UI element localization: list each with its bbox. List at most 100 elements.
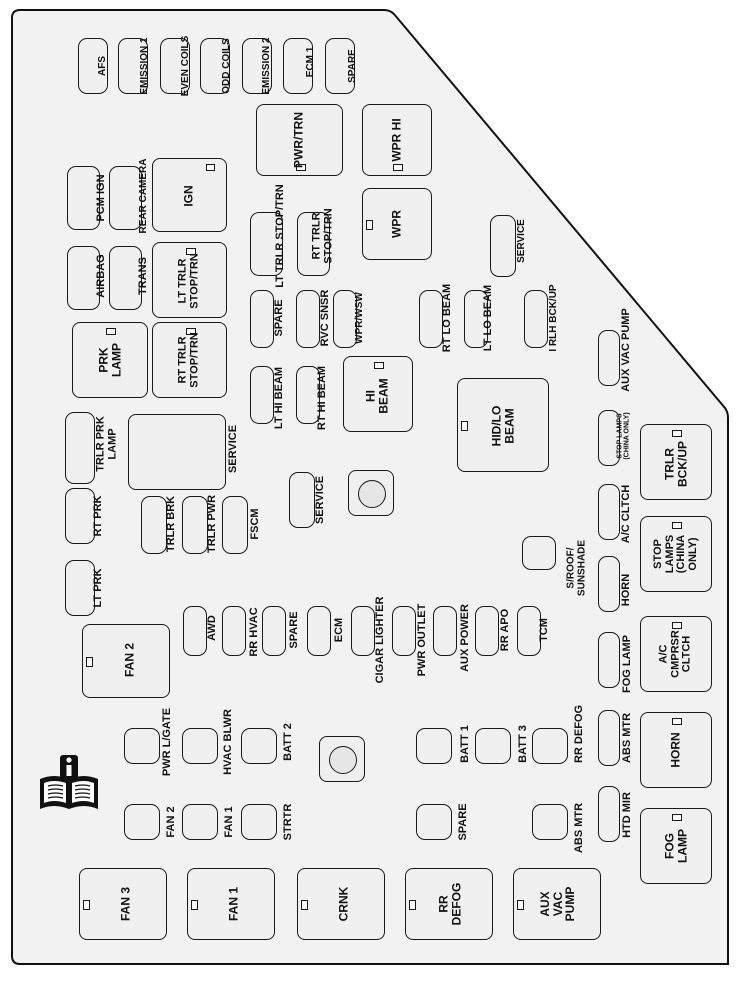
s-roof-sunshade-label: S/ROOF/ SUNSHADE [565,539,588,597]
fuse-rear-camera [109,166,142,230]
batt2-label: BATT 2 [282,723,295,761]
airbag-label: AIRBAG [95,254,108,298]
relay-fog-lamp-relay [640,808,712,884]
spare-row-label: SPARE [288,611,301,649]
fan1-fuse-label: FAN 1 [223,806,236,838]
fuse-pwr-l-gate [124,728,160,764]
even-coils-label: EVEN COILS [179,35,191,97]
fuse-trlr-prk-lamp [65,412,95,484]
fuse-tab [517,900,524,910]
fuse-tab [393,164,403,171]
rr-apo-label: RR APO [499,608,512,652]
fog-lamp-relay-label: FOG LAMP [662,829,689,863]
lt-prk-label: LT PRK [92,568,105,608]
fuse-tab [206,164,215,171]
relay-wpr [362,188,432,260]
cigar-lighter-label: CIGAR LIGHTER [374,596,387,684]
rr-hvac-label: RR HVAC [248,607,261,657]
batt1-label: BATT 1 [459,725,472,763]
i-rlh-bck-up-label: I RLH BCK/UP [547,284,559,352]
fuse-tab [374,362,384,369]
fuse-lt-prk [65,560,95,616]
relay-stop-lamps-china [640,516,712,592]
relay-pwr-trn [256,104,343,176]
strtr-label: STRTR [282,803,295,841]
fuse-even-coils [160,38,190,94]
emission1-label: EMISSION 1 [138,37,150,95]
fuse-odd-coils [200,38,230,94]
service-top-label: SERVICE [515,219,527,263]
wpr-hi-label: WPR HI [389,118,404,162]
wpr-label: WPR [389,210,404,238]
horn-fuse-label: HORN [620,573,633,607]
relay-ign [152,158,227,232]
trlr-prk-lamp-label: TRLR PRK LAMP [94,416,118,472]
tcm-label: TCM [538,618,551,642]
relay-wpr-hi [362,104,432,176]
relay-crnk [297,868,385,940]
fuse-emission1 [118,38,148,94]
fuse-tab [83,900,90,910]
fuse-fan2-fuse [124,804,160,840]
fuse-spare-mid [250,290,274,348]
fuse-s-roof-sunshade [522,536,556,570]
odd-coils-label: ODD COILS [220,38,232,94]
pwr-trn-label: PWR/TRN [291,112,306,168]
fuse-wpr-wsw [333,290,357,348]
fuse-tab [366,220,373,230]
spare-mid-label: SPARE [273,299,286,337]
fuse-trans [109,246,142,310]
awd-label: AWD [206,615,219,641]
relay-prk-lamp [72,322,148,398]
owner-manual-info-icon [40,755,98,809]
lt-hi-beam-label: LT HI BEAM [273,366,286,430]
fuse-tcm [517,606,541,656]
trlr-pwr-label: TRLR PWR [206,494,219,554]
relay-trlr-bck-up [640,424,712,500]
fuse-service-top [490,215,516,277]
fuse-rt-lo-beam [419,290,443,348]
fuse-tab [409,900,416,910]
fuse-tab [106,328,116,335]
fuse-rr-apo [475,606,499,656]
relay-fan1 [187,868,275,940]
fuse-rvc-snsr [296,290,320,348]
rr-defog-relay-label: RR DEFOG [436,882,463,926]
wpr-wsw-label: WPR/WSW [353,292,365,344]
fuse-horn-fuse [598,556,620,612]
trlr-brk-label: TRLR BRK [165,495,178,553]
lt-trlr-stop-trn-relay-label: LT TRLR STOP/TRN [176,253,200,309]
rt-lo-beam-label: RT LO BEAM [441,283,454,353]
fuse-tab [191,900,198,910]
fuse-pwr-outlet [392,606,416,656]
spare-bottom-label: SPARE [457,803,470,841]
fuse-ecm1 [283,38,313,94]
abs-mtr-bottom-label: ABS MTR [573,802,586,854]
relay-hid-lo-beam [457,378,549,472]
relay-ac-cmprsr-cltch [640,616,712,692]
fog-lamp-fuse-label: FOG LAMP [621,634,634,694]
fuse-rr-hvac [222,606,246,656]
rvc-snsr-label: RVC SNSR [319,289,332,347]
rt-trlr-stop-trn-relay-label: RT TRLR STOP/TRN [176,332,200,388]
relay-fan2-relay [82,624,170,698]
fan2-fuse-label: FAN 2 [165,806,178,838]
relay-rr-defog-relay [405,868,493,940]
relay-fan3 [79,868,167,940]
fuse-abs-mtr-fuse [598,710,620,766]
fuse-tab [672,718,682,725]
fuse-fog-lamp-fuse [598,632,620,688]
fuse-strtr [241,804,277,840]
relay-service-large [128,414,226,490]
fuse-aux-vac-pump-fuse [598,330,620,386]
fuse-tab [672,814,682,821]
fuse-tab [86,657,93,667]
pwr-outlet-label: PWR OUTLET [416,603,429,677]
aux-power-label: AUX POWER [459,604,472,672]
relay-horn-relay [640,712,712,788]
fuse-spare-row [262,606,286,656]
pwr-l-gate-label: PWR L/GATE [161,707,174,777]
stop-lamps-china-label: STOP LAMPS (CHINA ONLY) [651,534,699,574]
fuse-rt-hi-beam [296,366,320,424]
